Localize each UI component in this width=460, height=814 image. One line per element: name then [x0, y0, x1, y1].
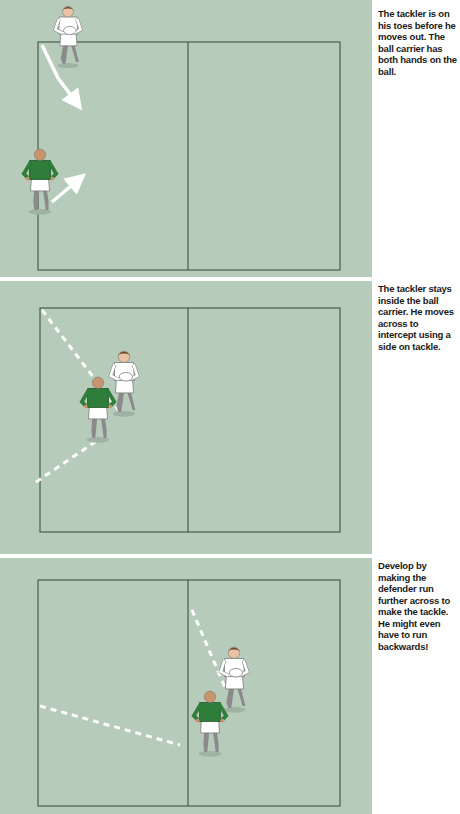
pitch-panel: [0, 0, 372, 277]
pitch-panel: [0, 281, 372, 554]
instruction-note: The tackler is on his toes before he mov…: [378, 8, 458, 77]
run-arrow: [52, 180, 78, 202]
pitch-panel: [0, 558, 372, 814]
instruction-note: Develop by making the defender run furth…: [378, 560, 458, 652]
run-arrow: [42, 45, 76, 102]
grid-square: [38, 42, 340, 270]
instruction-note: The tackler stays inside the ball carrie…: [378, 283, 458, 352]
